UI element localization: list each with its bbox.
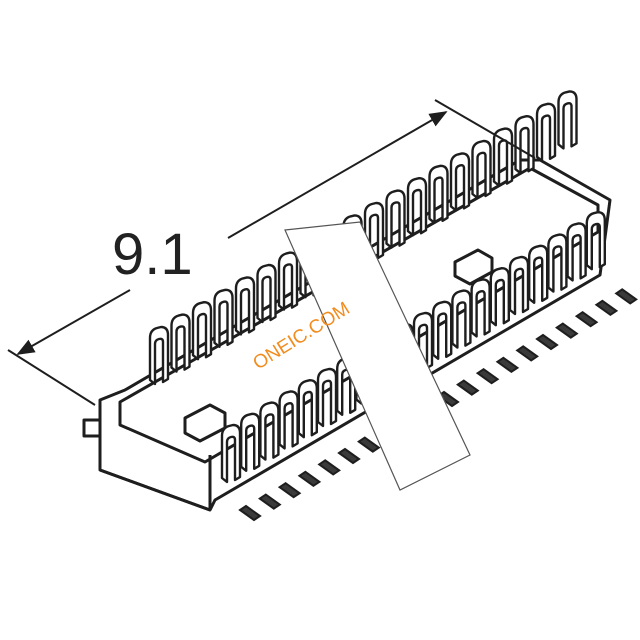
solder-tail [456, 379, 480, 396]
dimension-arrow-left [16, 289, 131, 355]
front-contact [278, 390, 299, 450]
dimension-lines [7, 99, 536, 406]
front-contact [316, 367, 338, 428]
solder-tail [594, 299, 619, 317]
solder-tail [277, 481, 302, 499]
solder-tail [475, 367, 500, 385]
front-contact [528, 244, 549, 304]
rear-contact [213, 288, 234, 348]
rear-contact [385, 189, 406, 249]
solder-tail [258, 493, 282, 510]
extension-line-right [434, 99, 536, 159]
rear-contact [277, 251, 299, 311]
housing-front-edge [99, 455, 212, 512]
solder-tail [337, 447, 361, 465]
extension-line-left [7, 349, 96, 406]
front-contact [489, 267, 510, 327]
rear-contact [428, 164, 449, 224]
rear-contact [256, 263, 277, 324]
front-contact [259, 401, 280, 461]
front-contact [566, 222, 587, 282]
rear-contact [148, 325, 170, 386]
front-contact [585, 211, 606, 271]
front-contact [451, 289, 472, 349]
solder-tail [238, 504, 262, 522]
dimension-label: 9.1 [112, 222, 193, 287]
rear-contact [406, 177, 428, 237]
solder-tail [574, 310, 599, 328]
rear-contact [449, 152, 471, 212]
dimension-arrow-right [227, 111, 448, 239]
front-contact [297, 379, 318, 439]
left-end-tab [82, 418, 102, 438]
solder-tail [515, 345, 539, 362]
solder-tail [357, 436, 381, 453]
front-contact [220, 423, 242, 484]
rear-contact [535, 102, 557, 162]
solder-tail [317, 459, 341, 476]
front-contact [432, 300, 453, 360]
rear-contact [191, 301, 213, 361]
solder-tail [535, 333, 559, 351]
solder-tail [614, 288, 638, 305]
front-contact [470, 278, 491, 338]
front-contact [547, 233, 568, 293]
rear-contact [557, 90, 578, 150]
rear-contact [234, 276, 256, 336]
solder-tail [495, 356, 520, 374]
solder-tail [555, 322, 579, 339]
rear-contact [471, 139, 492, 200]
rear-contact [514, 115, 535, 175]
watermark-ribbon [284, 221, 471, 491]
solder-tail [436, 390, 460, 408]
front-contact [508, 255, 530, 316]
front-contact [240, 412, 261, 472]
solder-tail [297, 470, 322, 488]
rear-contact [170, 313, 191, 373]
